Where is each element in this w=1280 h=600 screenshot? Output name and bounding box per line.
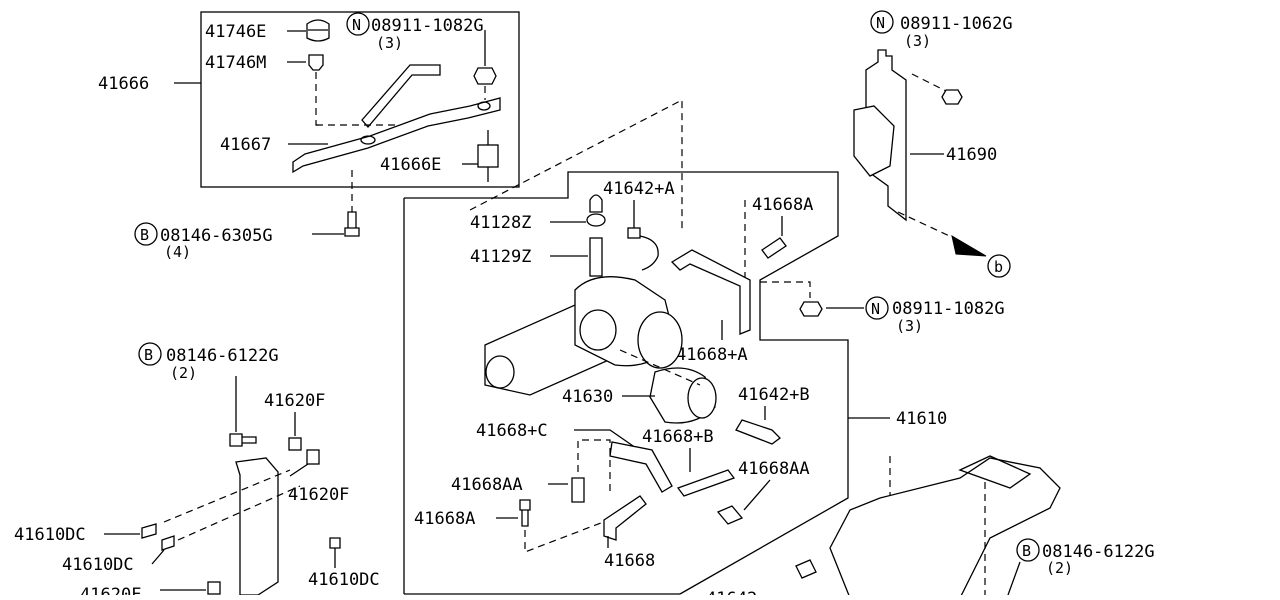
label-41666: 41666 — [98, 74, 149, 94]
label-41746E: 41746E — [205, 22, 266, 42]
nut-symbol-right — [870, 10, 894, 34]
bolt-symbol-top — [134, 222, 158, 246]
nut-letter-top: N — [352, 16, 361, 34]
label-n-mid: 08911-1082G — [892, 299, 1005, 319]
screw-41610DC-a — [141, 523, 157, 539]
leader-41668AA-right — [743, 479, 771, 511]
qty-b-right: (2) — [1046, 559, 1073, 577]
clip-41746M — [308, 54, 324, 71]
label-41746M: 41746M — [205, 53, 266, 73]
label-b-left: 08146-6122G — [166, 346, 279, 366]
label-41610: 41610 — [896, 409, 947, 429]
bolt-letter-right: B — [1022, 542, 1031, 560]
label-41666E: 41666E — [380, 155, 441, 175]
label-partial-bottom: 41642 — [706, 589, 757, 595]
label-41128Z: 41128Z — [470, 213, 531, 233]
nut-mid — [799, 301, 823, 317]
bolt-41668A-bottom — [519, 499, 531, 527]
clip-41620F-c — [207, 581, 221, 595]
label-41610DC-a: 41610DC — [14, 525, 86, 545]
bolt-top — [344, 211, 360, 237]
assembly-outline-41610 — [404, 171, 849, 595]
label-41620F-a: 41620F — [264, 391, 325, 411]
fitting-41129Z — [589, 237, 603, 277]
subassembly-box — [200, 11, 520, 188]
clip-41620F-b — [306, 449, 320, 465]
bolt-left — [229, 433, 257, 447]
elbow-41128Z — [589, 194, 603, 213]
hose-41642B — [735, 419, 781, 445]
label-41610DC-b: 41610DC — [62, 555, 134, 575]
label-41668AA-right: 41668AA — [738, 459, 810, 479]
nut-right — [941, 89, 963, 105]
qty-n-right: (3) — [904, 32, 931, 50]
bolt-symbol-right — [1016, 538, 1040, 562]
hose-clip-41642A — [627, 227, 641, 239]
stud-41666E — [477, 144, 499, 168]
label-n-top: 08911-1082G — [371, 16, 484, 36]
hose-41642A — [639, 235, 659, 271]
panel-41610 — [235, 457, 279, 596]
bracket-41668B — [676, 469, 736, 497]
screw-41610DC-c — [329, 537, 341, 549]
bolt-41668A-top — [761, 237, 787, 259]
leader-41668C — [574, 429, 637, 449]
label-41630: 41630 — [562, 387, 613, 407]
label-41620F-b: 41620F — [288, 485, 349, 505]
nut-top — [473, 67, 497, 85]
label-41690: 41690 — [946, 145, 997, 165]
actuator-port — [637, 311, 683, 369]
bracket-41668 — [603, 495, 647, 541]
label-41642B: 41642+B — [738, 385, 810, 405]
bracket-41668C — [609, 441, 673, 493]
nut-letter-right: N — [876, 14, 885, 32]
fastener-bottom — [795, 559, 817, 579]
leader-b-right — [1007, 561, 1021, 596]
nut-symbol-mid — [865, 296, 889, 320]
qty-n-mid: (3) — [896, 317, 923, 335]
tray-assembly — [829, 457, 1061, 599]
bolt-symbol-left — [138, 342, 162, 366]
label-41667: 41667 — [220, 135, 271, 155]
bolt-41668AA-left — [571, 477, 585, 503]
qty-n-top: (3) — [376, 34, 403, 52]
nut-letter-mid: N — [871, 300, 880, 318]
bracket-arm — [361, 64, 441, 129]
ref-letter-b: b — [994, 258, 1003, 276]
label-b-top: 08146-6305G — [160, 226, 273, 246]
bolt-letter-top: B — [140, 226, 149, 244]
bolt-letter-left: B — [144, 346, 153, 364]
leader-41610DC-b — [151, 549, 165, 565]
bolt-41668AA-right — [716, 505, 744, 525]
tray-grille — [958, 455, 1032, 489]
nut-symbol-top — [346, 12, 370, 36]
label-b-right: 08146-6122G — [1042, 542, 1155, 562]
label-41610DC-c: 41610DC — [308, 570, 380, 590]
bracket-41668plusA — [670, 249, 751, 335]
label-41668C: 41668+C — [476, 421, 548, 441]
bracket-41690-inner — [853, 105, 895, 177]
clip-41620F-a — [288, 437, 302, 451]
arrow-to-b — [951, 234, 987, 257]
label-41642A: 41642+A — [603, 179, 675, 199]
label-41668A-top: 41668A — [752, 195, 813, 215]
label-41620F-c: 41620F — [80, 585, 141, 595]
label-41668: 41668 — [604, 551, 655, 571]
qty-b-top: (4) — [164, 243, 191, 261]
washer-41128Z — [586, 213, 606, 227]
qty-b-left: (2) — [170, 364, 197, 382]
label-41668B: 41668+B — [642, 427, 714, 447]
label-41668A-bottom: 41668A — [414, 509, 475, 529]
label-41668plusA: 41668+A — [676, 345, 748, 365]
label-41129Z: 41129Z — [470, 247, 531, 267]
ref-circle-b — [987, 254, 1011, 278]
label-n-right: 08911-1062G — [900, 14, 1013, 34]
label-41668AA-left: 41668AA — [451, 475, 523, 495]
screw-41610DC-b — [161, 535, 175, 551]
